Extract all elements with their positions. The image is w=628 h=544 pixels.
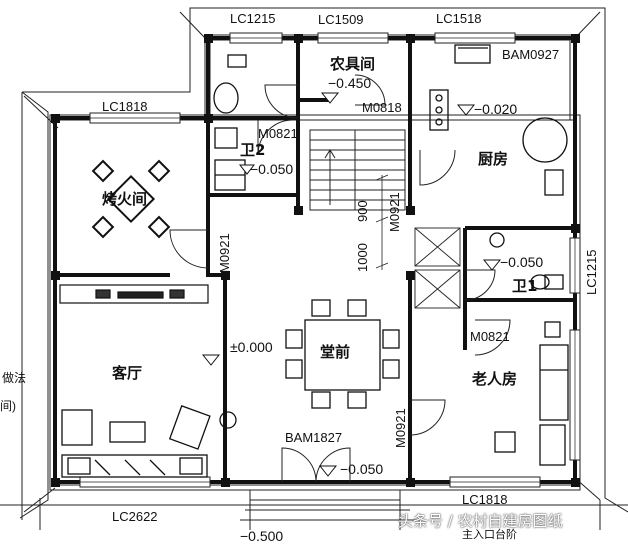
- room-label-wei2: 卫2: [240, 141, 266, 159]
- door-wei1: [464, 269, 496, 301]
- elev-mark: [238, 164, 256, 175]
- kaohuo-table-set: [91, 159, 171, 239]
- room-label-nongju: 农具间: [330, 55, 376, 73]
- column: [51, 271, 60, 280]
- column: [571, 224, 580, 233]
- door-m0921-kaohuo: [169, 229, 209, 269]
- door-code-m0921-mid: M0921: [387, 192, 402, 232]
- elev-mark: [201, 354, 221, 366]
- room-label-laoren: 老人房: [472, 370, 518, 388]
- edge-note-left-2: 间): [0, 399, 16, 413]
- column: [204, 34, 213, 43]
- eave-top-slope: [179, 11, 601, 39]
- door-code-bam0927: BAM0927: [502, 47, 560, 62]
- tv-cabinet: [59, 284, 209, 304]
- door-kitchen: [419, 149, 456, 186]
- room-label-wei1: 卫1: [512, 277, 538, 295]
- column: [571, 34, 580, 43]
- column: [406, 206, 415, 215]
- door-code-m0818: M0818: [362, 100, 402, 115]
- eave-outline: [19, 7, 628, 520]
- room-label-keting: 客厅: [112, 364, 143, 382]
- elevation-wei1: −0.050: [500, 254, 544, 270]
- stair-arrow: [324, 149, 336, 205]
- elev-mark: [482, 259, 502, 271]
- edge-note-left-1: 做法: [2, 371, 27, 385]
- room-label-tangqian: 堂前: [320, 343, 351, 361]
- entry-steps: [240, 489, 420, 530]
- column: [204, 114, 213, 123]
- dining-set: [285, 299, 400, 409]
- room-label-kaohuo: 烤火间: [102, 190, 148, 208]
- shaft-upper: [414, 227, 461, 267]
- dimension-900: 900: [355, 200, 370, 222]
- window-code-lc1215-right: LC1215: [584, 249, 599, 295]
- column: [221, 478, 230, 487]
- elevation-tangqian: ±0.000: [230, 339, 273, 355]
- column: [406, 271, 415, 280]
- window-code-lc1509: LC1509: [318, 12, 364, 27]
- column: [51, 114, 60, 123]
- elev-mark: [318, 465, 338, 477]
- door-code-m0821-old: M0821: [470, 329, 510, 344]
- elevation-chufang: −0.020: [474, 101, 518, 117]
- door-m0818: [354, 74, 386, 106]
- kitchen-fixtures: [429, 44, 568, 196]
- wall-col1: [206, 118, 225, 277]
- column: [221, 271, 230, 280]
- elevation-nongju: −0.450: [328, 75, 372, 91]
- dim-line-vertical: [375, 174, 389, 270]
- shaft-lower: [414, 269, 461, 309]
- column: [51, 478, 60, 487]
- elev-mark: [456, 104, 476, 116]
- elevation-entry: −0.050: [340, 461, 384, 477]
- window-code-lc1818-top: LC1818: [102, 99, 148, 114]
- door-m0821-wei2: [257, 119, 294, 156]
- bath-fixtures: [213, 54, 564, 290]
- stair-treads: [310, 139, 405, 201]
- column: [294, 34, 303, 43]
- plant: [219, 411, 237, 429]
- grid-line-bottom: [0, 498, 628, 530]
- door-code-bam1827: BAM1827: [285, 430, 343, 445]
- sofa-set: [61, 405, 211, 478]
- door-code-m0921-left: M0921: [217, 233, 232, 273]
- window-code-lc2622: LC2622: [112, 509, 158, 524]
- door-code-m0821-wei: M0821: [258, 126, 298, 141]
- old-room-fixtures: [494, 321, 569, 466]
- column: [571, 478, 580, 487]
- watermark: 头条号 / 农村自建房图纸: [398, 512, 563, 530]
- window-code-lc1215-top: LC1215: [230, 11, 276, 26]
- elev-mark: [320, 92, 340, 104]
- door-old: [474, 319, 511, 356]
- door-m0921-right: [409, 399, 446, 436]
- column: [294, 206, 303, 215]
- door-main-left: [281, 447, 317, 483]
- window-code-lc1518: LC1518: [436, 11, 482, 26]
- room-label-chufang: 厨房: [478, 150, 509, 168]
- dimension-1000: 1000: [355, 243, 370, 272]
- window-code-lc1818-bottom: LC1818: [462, 492, 508, 507]
- column: [406, 34, 415, 43]
- door-main-right: [315, 447, 351, 483]
- entry-steps-note: 主入口台阶: [462, 529, 517, 541]
- elevation-wei2: −0.050: [250, 161, 294, 177]
- door-wei-top: [264, 84, 299, 119]
- door-code-m0921-right: M0921: [393, 408, 408, 448]
- elevation-bottom: −0.500: [240, 528, 284, 544]
- column: [406, 478, 415, 487]
